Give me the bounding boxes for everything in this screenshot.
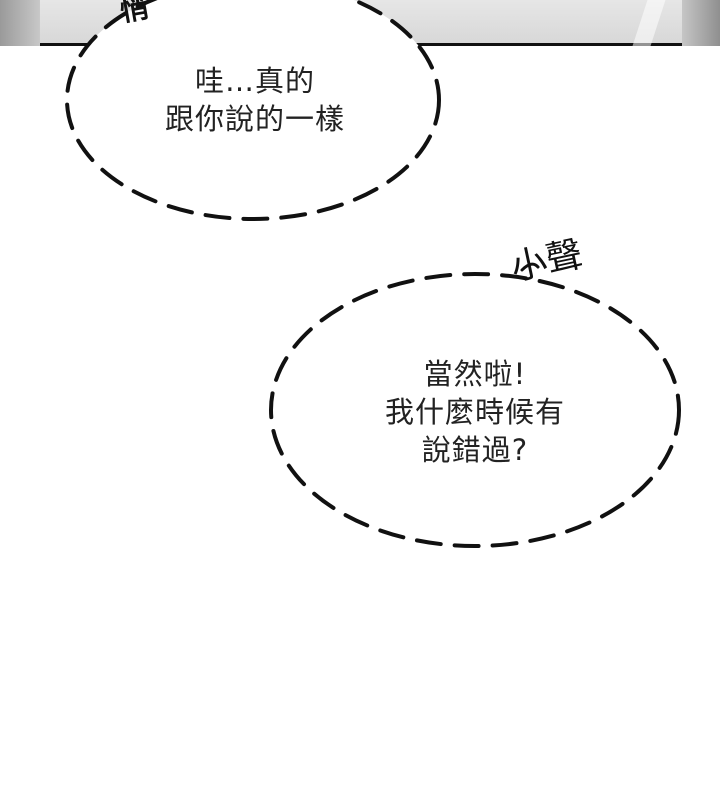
panel-shadow-right — [682, 0, 720, 46]
bubble-2-line-3: 說錯過? — [421, 433, 529, 467]
bubble-2-line-2: 我什麼時候有 — [384, 395, 565, 429]
speech-bubble-1-text: 哇…真的 跟你說的一樣 — [110, 62, 400, 138]
bubble-1-line-1: 哇…真的 — [194, 64, 315, 98]
bubble-1-line-2: 跟你說的一樣 — [164, 102, 345, 136]
speech-bubble-outline-1 — [65, 0, 441, 221]
sfx-whisper-text: 悄 — [117, 0, 151, 29]
speech-bubble-2-text: 當然啦! 我什麼時候有 說錯過? — [330, 355, 620, 469]
bubble-2-line-1: 當然啦! — [423, 357, 527, 391]
panel-shadow-left — [0, 0, 40, 46]
sfx-stroke-mark — [520, 262, 540, 272]
speech-bubble-outline-2 — [269, 272, 681, 548]
